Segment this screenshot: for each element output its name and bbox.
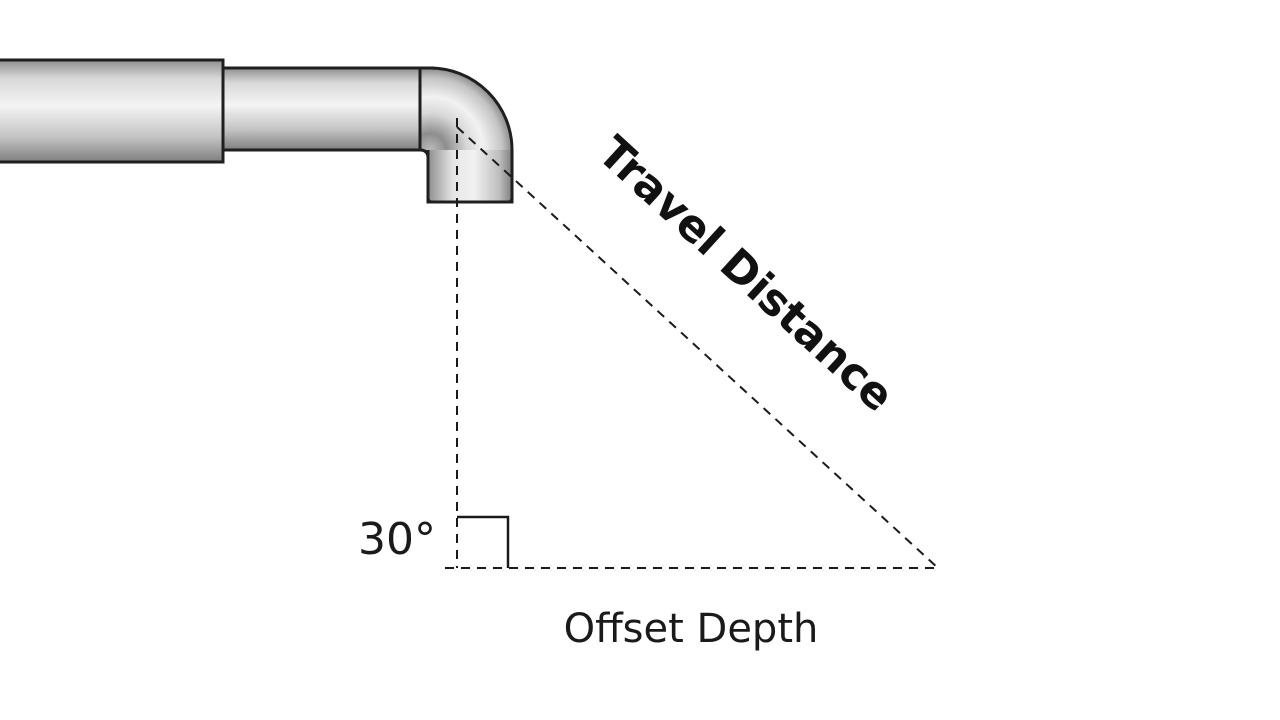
travel-distance-label: Travel Distance bbox=[588, 127, 904, 422]
pipe-straight-section bbox=[221, 66, 435, 152]
right-angle-marker bbox=[457, 515, 510, 568]
travel-distance-line bbox=[456, 126, 939, 569]
pipe-elbow-outlet bbox=[428, 150, 512, 202]
pipe-assembly bbox=[0, 58, 514, 204]
angle-label: 30° bbox=[358, 514, 436, 565]
pipe-large-section bbox=[0, 58, 225, 164]
offset-triangle bbox=[445, 118, 939, 569]
offset-depth-label: Offset Depth bbox=[564, 606, 819, 652]
